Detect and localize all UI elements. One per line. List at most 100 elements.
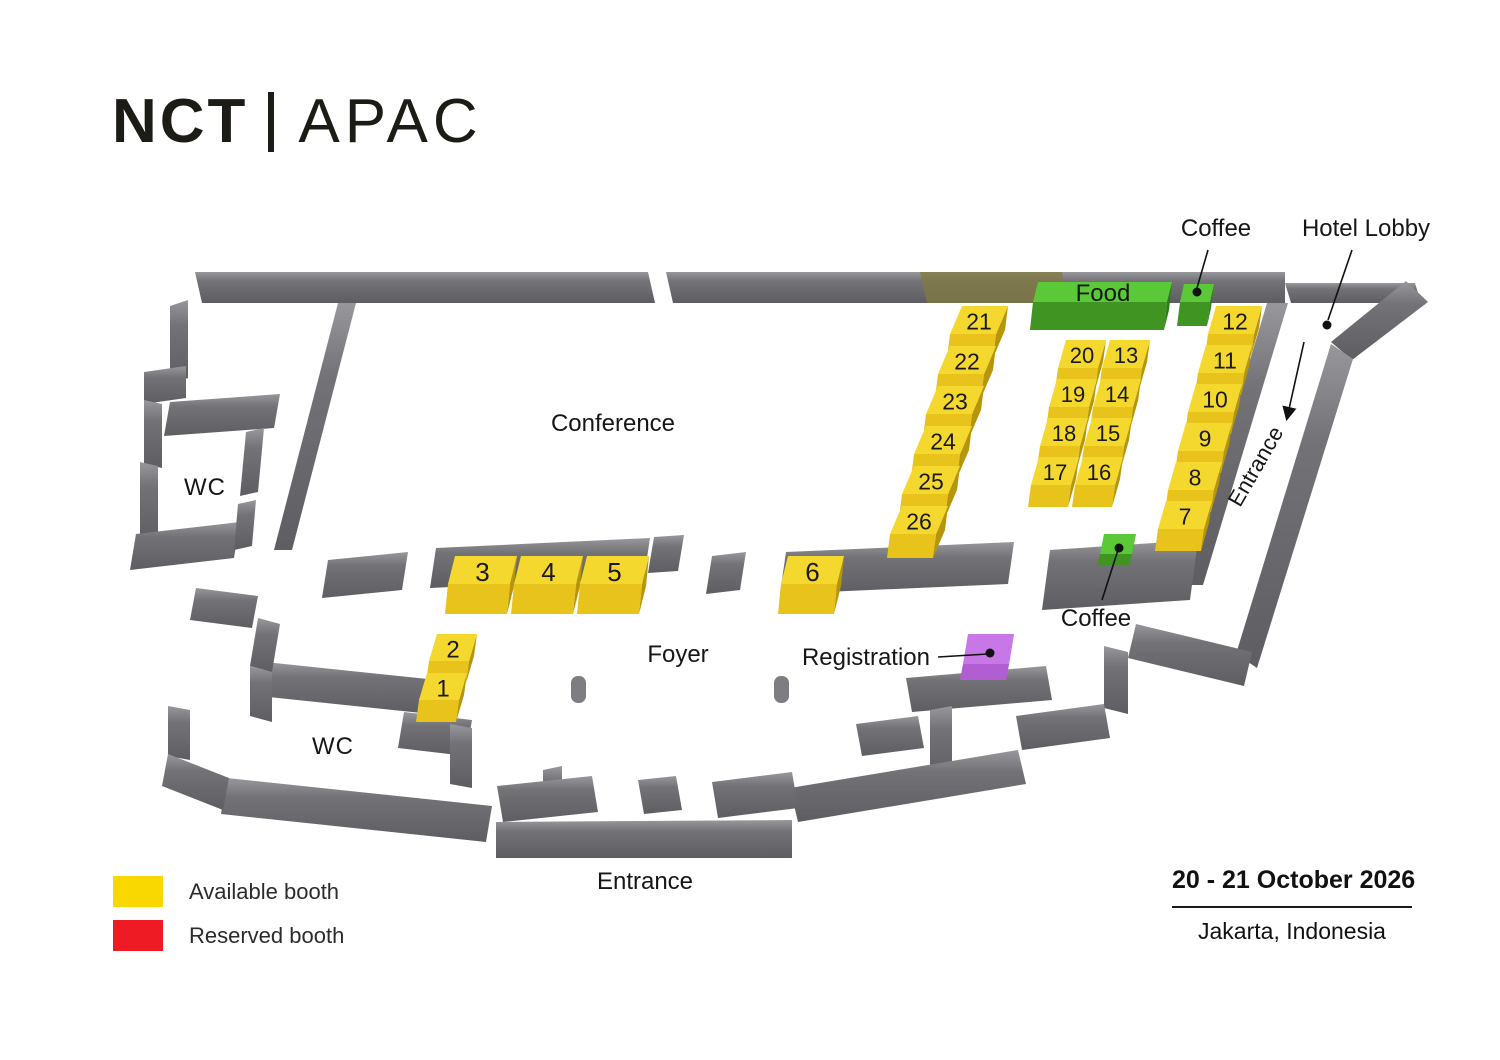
wall-segment bbox=[1128, 624, 1252, 686]
wall-segment bbox=[144, 400, 162, 468]
wall-segment bbox=[1104, 646, 1128, 714]
booth-10-top-face bbox=[1188, 384, 1242, 412]
wall-segment bbox=[648, 535, 684, 573]
registration-dot bbox=[985, 648, 995, 658]
coffee-station-upper-front-face bbox=[1177, 302, 1210, 326]
booth-16-top-face bbox=[1075, 457, 1123, 485]
booth-6-top-face bbox=[781, 556, 844, 584]
wall-segment bbox=[497, 776, 598, 822]
booth-1-top-face bbox=[419, 673, 467, 700]
wall-segment bbox=[450, 724, 472, 788]
booth-2-label: 2 bbox=[446, 637, 459, 664]
booth-2-top-face bbox=[429, 634, 477, 661]
booth-22-side-face bbox=[981, 346, 996, 398]
booth-6[interactable]: 6 bbox=[778, 556, 844, 614]
booth-1-side-face bbox=[456, 673, 467, 722]
wall-segment bbox=[274, 303, 356, 550]
booth-3-label: 3 bbox=[475, 557, 489, 587]
booth-19-side-face bbox=[1086, 379, 1097, 429]
booth-12-top-face bbox=[1208, 306, 1262, 334]
booth-25-top-face bbox=[902, 466, 960, 494]
booth-7-front-face bbox=[1155, 529, 1204, 551]
reserved-booth-swatch bbox=[113, 920, 163, 951]
booth-26[interactable]: 26 bbox=[887, 506, 948, 558]
available-booth-swatch bbox=[113, 876, 163, 907]
wall-segment bbox=[168, 706, 190, 760]
booth-3-front-face bbox=[445, 584, 510, 614]
wall-segment bbox=[130, 522, 240, 570]
booth-6-front-face bbox=[778, 584, 837, 614]
booth-26-side-face bbox=[933, 506, 948, 558]
wall-segment bbox=[638, 776, 682, 814]
foyer-label: Foyer bbox=[647, 641, 708, 668]
wall-segment bbox=[906, 666, 1052, 712]
booth-17-front-face bbox=[1028, 485, 1071, 507]
legend-item-available: Available booth bbox=[113, 876, 344, 907]
booth-9-side-face bbox=[1221, 423, 1232, 473]
wall-segment bbox=[1042, 540, 1198, 610]
booth-13-top-face bbox=[1102, 340, 1150, 368]
booth-17[interactable]: 17 bbox=[1028, 457, 1079, 507]
booth-24-side-face bbox=[957, 426, 972, 478]
booth-24-label: 24 bbox=[930, 429, 956, 455]
event-location: Jakarta, Indonesia bbox=[1198, 918, 1386, 944]
registration-leader-line bbox=[937, 653, 989, 658]
booth-16[interactable]: 16 bbox=[1072, 457, 1123, 507]
hotel-lobby-label: Hotel Lobby bbox=[1302, 215, 1430, 242]
wall-segment bbox=[234, 500, 256, 550]
booth-7-top-face bbox=[1158, 501, 1212, 529]
booth-4-label: 4 bbox=[541, 557, 555, 587]
wall-segment bbox=[144, 366, 186, 404]
booth-24-top-face bbox=[914, 426, 972, 454]
registration-desk-front-face bbox=[960, 664, 1009, 680]
event-divider bbox=[1172, 906, 1412, 908]
wall-segment bbox=[162, 754, 229, 810]
event-info: 20 - 21 October 2026 Jakarta, Indonesia bbox=[1172, 866, 1416, 945]
booth-7[interactable]: 7 bbox=[1155, 501, 1212, 551]
booth-5[interactable]: 5 bbox=[577, 556, 649, 614]
booth-22-label: 22 bbox=[954, 349, 980, 375]
booth-11-side-face bbox=[1241, 345, 1252, 395]
booth-17-top-face bbox=[1031, 457, 1079, 485]
booth-21-label: 21 bbox=[966, 309, 992, 335]
event-dates: 20 - 21 October 2026 bbox=[1172, 866, 1416, 894]
wall-segment bbox=[1331, 281, 1428, 360]
booth-23-label: 23 bbox=[942, 389, 968, 415]
logo-brand-text: NCT bbox=[112, 87, 249, 156]
booth-26-label: 26 bbox=[906, 509, 932, 535]
booth-21-side-face bbox=[993, 306, 1008, 358]
legend-item-reserved: Reserved booth bbox=[113, 920, 344, 951]
booth-19-label: 19 bbox=[1061, 382, 1085, 407]
booth-3[interactable]: 3 bbox=[445, 556, 517, 614]
booth-8-top-face bbox=[1168, 462, 1222, 490]
booth-5-top-face bbox=[580, 556, 649, 584]
booth-2-side-face bbox=[466, 634, 477, 683]
booth-10-side-face bbox=[1231, 384, 1242, 434]
booth-20-top-face bbox=[1058, 340, 1106, 368]
booth-3-top-face bbox=[448, 556, 517, 584]
booth-8-side-face bbox=[1211, 462, 1222, 512]
booth-1[interactable]: 1 bbox=[416, 673, 467, 722]
booth-11-label: 11 bbox=[1213, 348, 1237, 374]
booth-26-top-face bbox=[890, 506, 948, 534]
booth-15-top-face bbox=[1084, 418, 1132, 446]
booth-5-label: 5 bbox=[607, 557, 621, 587]
coffee-upper-label: Coffee bbox=[1181, 215, 1251, 242]
registration-desk bbox=[960, 634, 1014, 680]
booth-15-label: 15 bbox=[1096, 421, 1120, 446]
available-booth-label: Available booth bbox=[189, 878, 340, 904]
entrance-main-label: Entrance bbox=[597, 868, 693, 895]
conference-label: Conference bbox=[551, 410, 675, 437]
wall-segment bbox=[1016, 704, 1110, 750]
coffee-upper-leader-line bbox=[1196, 249, 1209, 289]
booth-4-front-face bbox=[511, 584, 576, 614]
booth-18-top-face bbox=[1040, 418, 1088, 446]
booth-4-top-face bbox=[514, 556, 583, 584]
wall-segment bbox=[250, 666, 272, 722]
logo-event-text: APAC bbox=[298, 87, 483, 156]
booth-4[interactable]: 4 bbox=[511, 556, 583, 614]
booth-14-top-face bbox=[1093, 379, 1141, 407]
booth-26-front-face bbox=[887, 534, 936, 558]
booth-21-top-face bbox=[950, 306, 1008, 334]
